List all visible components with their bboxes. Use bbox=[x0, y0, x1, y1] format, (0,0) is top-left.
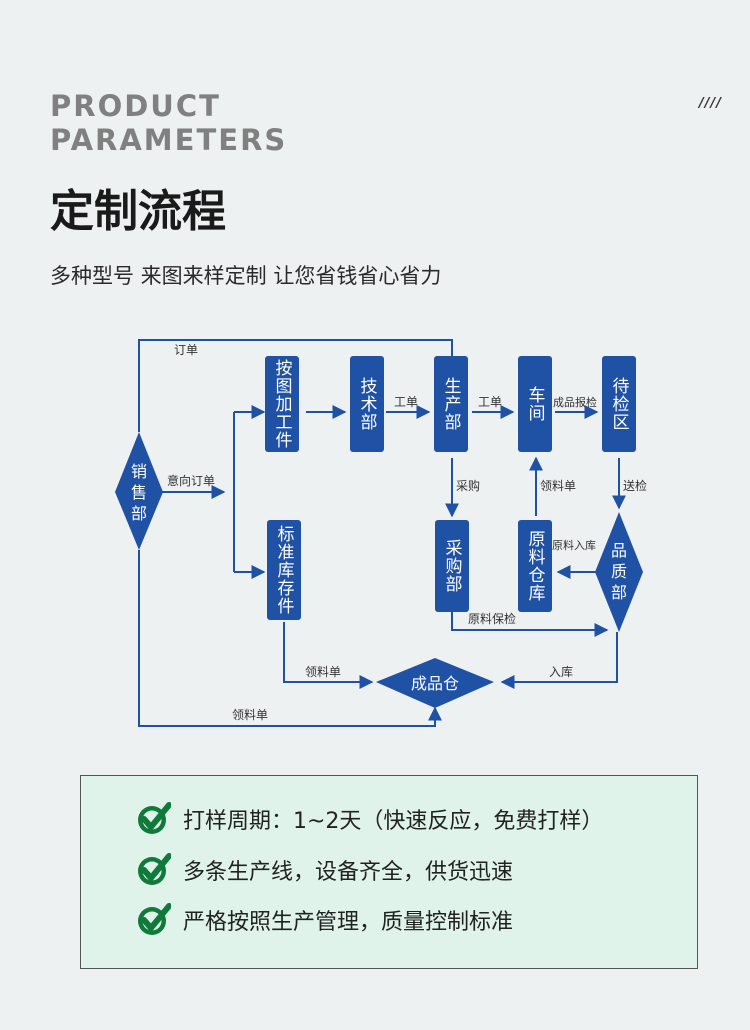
page-title: 定制流程 bbox=[50, 186, 226, 237]
label-work-order-1: 工单 bbox=[394, 395, 418, 409]
finished-store-label: 成品仓 bbox=[411, 674, 459, 693]
check-icon bbox=[138, 802, 171, 834]
node-standard: 标准库存件 bbox=[267, 520, 301, 620]
feature-text: 严格按照生产管理，质量控制标准 bbox=[183, 910, 514, 935]
label-work-order-2: 工单 bbox=[478, 395, 502, 409]
label-purchase: 采购 bbox=[456, 478, 480, 493]
check-icon bbox=[138, 853, 171, 885]
node-finished-store bbox=[376, 658, 494, 708]
label-material-req-1: 领料单 bbox=[540, 479, 576, 493]
header-line-1: PRODUCT bbox=[50, 89, 221, 123]
label-material-in: 原料入库 bbox=[552, 538, 596, 552]
sales-char-3: 部 bbox=[131, 504, 147, 523]
node-quality bbox=[595, 512, 643, 632]
label-send-inspect: 送检 bbox=[623, 478, 647, 493]
node-pending: 待检区 bbox=[602, 356, 636, 452]
node-material-store: 原料仓库 bbox=[518, 520, 552, 612]
quality-char-2: 质 bbox=[611, 562, 627, 581]
feature-row: 打样周期：1~2天（快速反应，免费打样） bbox=[137, 802, 603, 836]
page-subtitle: 多种型号 来图来样定制 让您省钱省心省力 bbox=[50, 264, 442, 288]
label-finished-report: 成品报检 bbox=[553, 395, 597, 409]
quality-char-1: 品 bbox=[611, 541, 627, 560]
label-material-req-3: 领料单 bbox=[232, 708, 268, 722]
feature-row: 多条生产线，设备齐全，供货迅速 bbox=[137, 853, 513, 887]
label-material-req-2: 领料单 bbox=[305, 665, 341, 679]
node-purchasing: 采购部 bbox=[435, 520, 469, 612]
node-tech: 技术部 bbox=[350, 356, 384, 452]
node-production: 生产部 bbox=[434, 356, 468, 452]
header-line-2: PARAMETERS bbox=[50, 123, 288, 157]
sales-char-2: 售 bbox=[131, 483, 147, 502]
label-warehouse-in: 入库 bbox=[549, 664, 573, 679]
edge-order bbox=[138, 339, 453, 432]
slash-decoration: //// bbox=[699, 96, 722, 111]
edge-sales-finished bbox=[138, 550, 442, 727]
feature-text: 多条生产线，设备齐全，供货迅速 bbox=[183, 860, 514, 885]
node-workshop: 车间 bbox=[518, 356, 552, 452]
quality-char-3: 部 bbox=[611, 583, 627, 602]
edge-quality-finished bbox=[500, 632, 618, 689]
label-intent-order: 意向订单 bbox=[167, 473, 215, 488]
process-flowchart: 销 售 部 品 质 部 成品仓 订单 意向订单 工单 工单 成品报检 采购 领料… bbox=[0, 330, 750, 740]
sales-char-1: 销 bbox=[131, 462, 147, 481]
features-panel: 打样周期：1~2天（快速反应，免费打样） 多条生产线，设备齐全，供货迅速 严格按… bbox=[80, 775, 698, 969]
node-drawing: 按图加工件 bbox=[265, 356, 299, 452]
flowchart-svg: 销 售 部 品 质 部 成品仓 订单 意向订单 工单 工单 成品报检 采购 领料… bbox=[115, 339, 647, 727]
edge-purchasing-quality bbox=[451, 610, 609, 637]
node-sales bbox=[115, 432, 163, 550]
feature-text: 打样周期：1~2天（快速反应，免费打样） bbox=[183, 809, 604, 834]
edge-standard-finished bbox=[283, 622, 374, 689]
feature-row: 严格按照生产管理，质量控制标准 bbox=[137, 903, 513, 937]
label-material-inspect: 原料保检 bbox=[468, 611, 516, 626]
check-icon bbox=[138, 903, 171, 935]
label-order: 订单 bbox=[174, 343, 198, 357]
